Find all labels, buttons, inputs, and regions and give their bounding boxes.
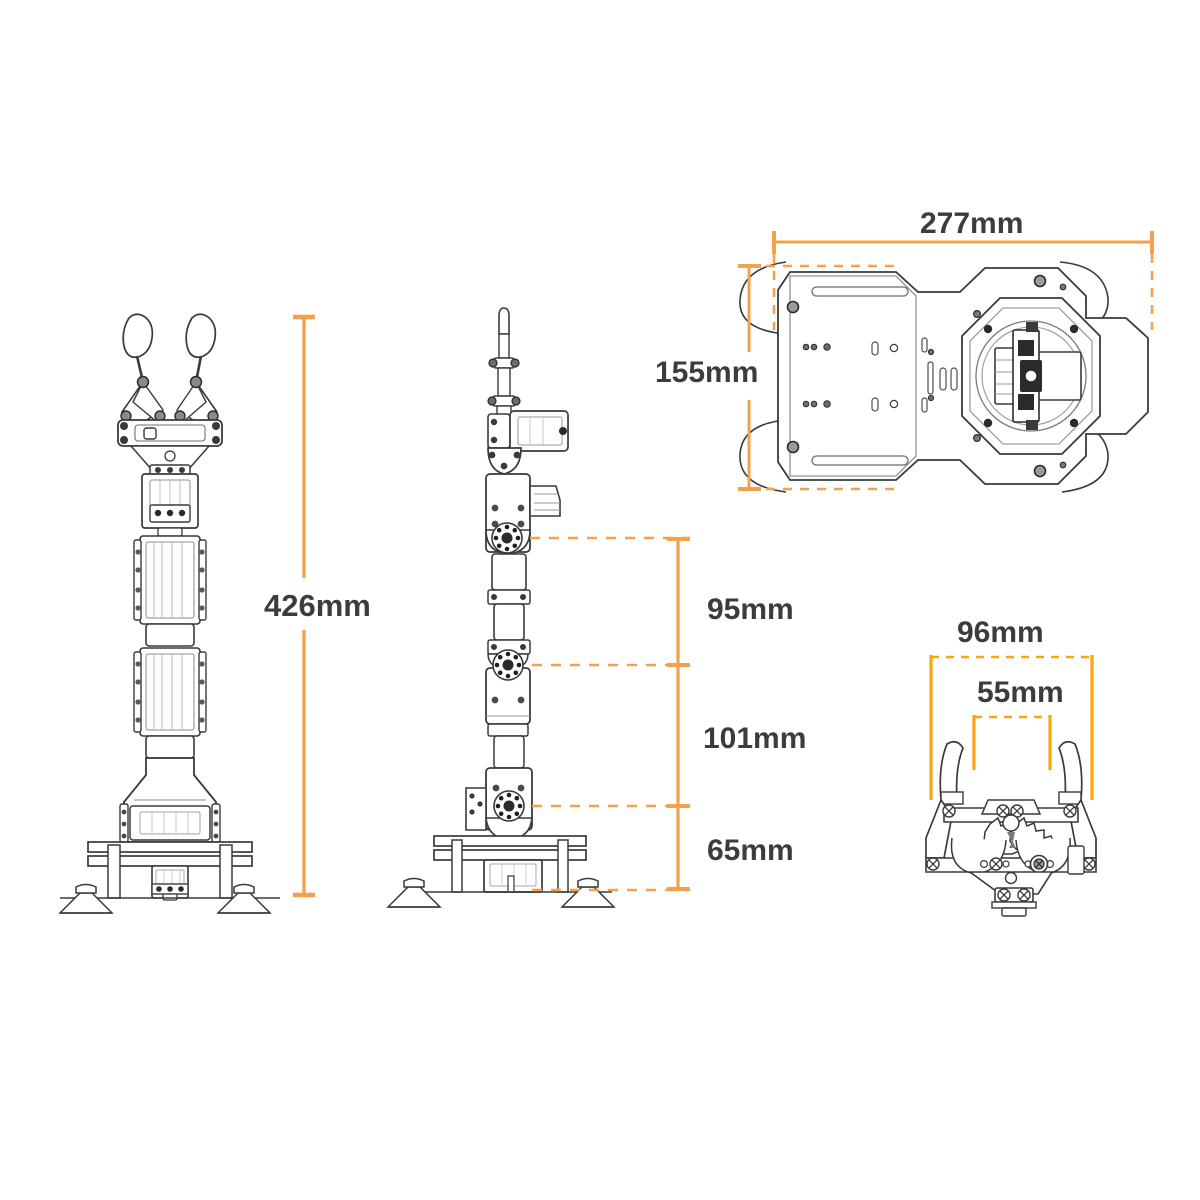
side-wrist-servo (487, 410, 569, 452)
side-joint-hub-upper (491, 522, 523, 554)
dimension-label-base-depth: 155mm (655, 356, 759, 389)
dimension-label-mid-segment: 101mm (703, 722, 807, 755)
gripper-screw (1017, 888, 1031, 902)
front-shoulder-housing (119, 757, 221, 843)
side-gripper-stalk (487, 307, 521, 421)
dimension-label-base-width: 277mm (920, 207, 1024, 240)
dimension-label-gripper-opening: 55mm (977, 676, 1064, 709)
side-shoulder-housing (465, 735, 533, 841)
gripper-screw (942, 804, 956, 818)
side-elbow-cap (487, 447, 522, 475)
gripper-screw (926, 857, 940, 871)
dimension-label-total-height: 426mm (264, 588, 371, 623)
side-middle-link (485, 553, 531, 737)
dimension-label-upper-segment: 95mm (707, 593, 794, 626)
front-elevation-view (59, 313, 280, 914)
side-joint-hub-mid (492, 649, 524, 681)
gripper-screw (997, 888, 1011, 902)
side-joint-hub-base (493, 790, 525, 822)
dimension-top-view (650, 231, 1154, 491)
front-upper-servo (133, 535, 207, 625)
gripper-screw (1082, 857, 1096, 871)
front-base-plate (60, 841, 280, 901)
gripper-screw (989, 857, 1003, 871)
side-base-plate (410, 835, 612, 893)
dimension-side-stack (530, 536, 690, 892)
dimension-label-base-segment: 65mm (707, 834, 794, 867)
gripper-screw (1063, 804, 1077, 818)
dimension-gripper (929, 655, 1094, 800)
dimension-label-gripper-outer: 96mm (957, 616, 1044, 649)
gripper-detail-view (925, 740, 1097, 917)
dimension-426mm (255, 314, 405, 898)
front-wrist-servo (141, 473, 199, 537)
front-mid-servo (133, 647, 207, 737)
top-plan-view (739, 261, 1149, 493)
front-gripper (117, 313, 223, 476)
side-elevation-view (387, 307, 615, 908)
